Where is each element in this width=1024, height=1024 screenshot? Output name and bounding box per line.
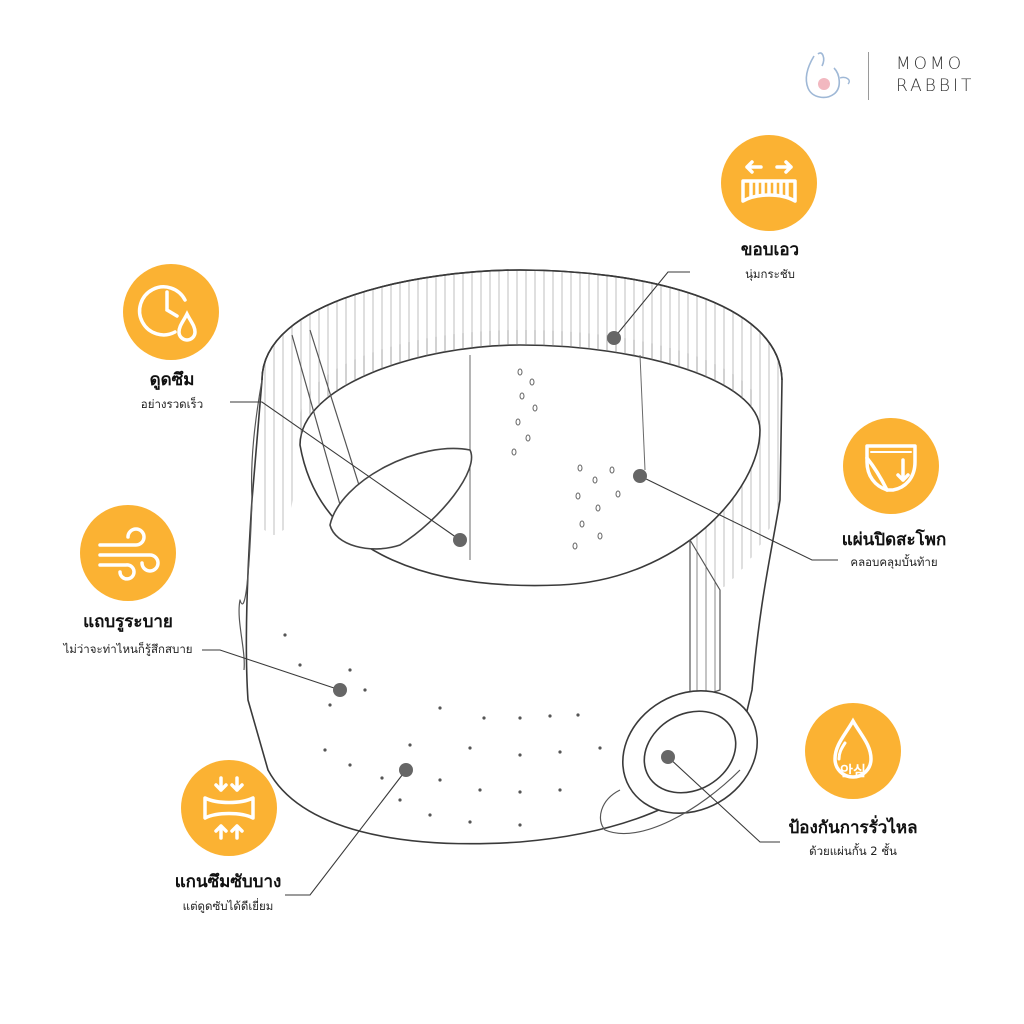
rabbit-logo-icon [805,52,850,99]
compress-core-icon [181,760,277,856]
leak-guard-badge: 안심 [840,764,866,780]
clock-droplet-icon [123,264,219,360]
brand-word-1: MOMO [896,54,965,74]
feature-waistband-subtitle: นุ่มกระชับ [745,267,795,281]
leader-hip-cover [639,475,838,561]
leader-thin-core [285,769,407,896]
dot-hip-cover [633,469,647,483]
feature-breathable-title: แถบรูระบาย [83,612,173,632]
droplet-shield-icon: 안심 [805,703,901,799]
brand-word-2: RABBIT [896,76,975,96]
feature-absorb-subtitle: อย่างรวดเร็ว [140,397,204,411]
feature-thin-core-subtitle: แต่ดูดซับได้ดีเยี่ยม [182,899,274,913]
feature-absorb-title: ดูดซึม [149,370,195,390]
leader-breathable [202,649,341,691]
feature-leak-guard-title: ป้องกันการรั่วไหล [788,818,918,838]
wind-icon [80,505,176,601]
dot-waistband [607,331,621,345]
dot-leak-guard [661,750,675,764]
feature-leak-guard-subtitle: ด้วยแผ่นกั้น 2 ชั้น [809,844,897,858]
stretch-waistband-icon [721,135,817,231]
diaper-sketch [238,269,783,845]
feature-hip-cover-title: แผ่นปิดสะโพก [841,530,947,550]
feature-waistband-title: ขอบเอว [740,240,800,260]
brand-logo: MOMO RABBIT [800,48,1000,108]
feature-thin-core-title: แกนซึมซับบาง [174,872,282,892]
leader-lines [202,271,838,896]
brand-divider [868,52,869,100]
callout-dots [333,331,675,777]
leader-waistband [613,271,690,339]
leader-absorb [230,401,461,541]
dot-absorb [453,533,467,547]
diaper-back-icon [843,418,939,514]
dot-breathable [333,683,347,697]
feature-breathable-subtitle: ไม่ว่าจะท่าไหนก็รู้สึกสบาย [63,642,193,656]
leader-leak-guard [667,756,780,843]
feature-hip-cover-subtitle: คลอบคลุมบั้นท้าย [850,555,938,569]
dot-thin-core [399,763,413,777]
